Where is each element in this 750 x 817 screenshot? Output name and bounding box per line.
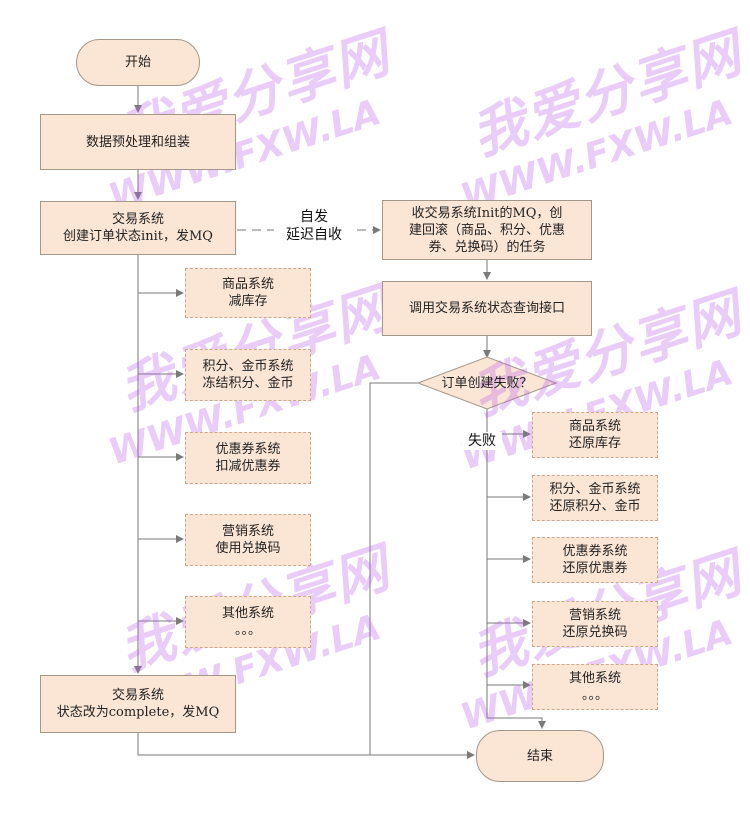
- product-deduct-box: 商品系统 减库存: [185, 268, 311, 318]
- delay-label: 自发 延迟自收: [274, 208, 354, 244]
- marketing-use-box: 营销系统 使用兑换码: [185, 514, 311, 566]
- other-right-box: 其他系统 。。。: [532, 664, 658, 710]
- marketing-restore-box: 营销系统 还原兑换码: [532, 601, 658, 647]
- points-freeze-box: 积分、金币系统 冻结积分、金币: [185, 349, 311, 401]
- coupon-deduct-box: 优惠券系统 扣减优惠券: [185, 432, 311, 484]
- preprocess-box: 数据预处理和组装: [40, 114, 236, 170]
- product-restore-box: 商品系统 还原库存: [532, 412, 658, 458]
- decision-diamond: [416, 356, 558, 410]
- complete-box: 交易系统 状态改为complete，发MQ: [40, 675, 236, 733]
- query-status-box: 调用交易系统状态查询接口: [382, 281, 592, 336]
- edge-decision-no: [369, 382, 418, 755]
- start-terminal: 开始: [76, 39, 200, 86]
- other-left-box: 其他系统 。。。: [185, 596, 311, 648]
- receive-mq-box: 收交易系统Init的MQ，创 建回滚（商品、积分、优惠 券、兑换码）的任务: [382, 200, 592, 260]
- decision-label: 订单创建失败？: [441, 375, 533, 391]
- end-terminal: 结束: [476, 730, 604, 782]
- fail-label: 失败: [462, 432, 502, 450]
- edge-complete-end: [137, 733, 475, 759]
- coupon-restore-box: 优惠券系统 还原优惠券: [532, 537, 658, 583]
- create-order-box: 交易系统 创建订单状态init，发MQ: [40, 201, 236, 255]
- edge-trunk-end: [487, 717, 546, 729]
- points-restore-box: 积分、金币系统 还原积分、金币: [532, 475, 658, 521]
